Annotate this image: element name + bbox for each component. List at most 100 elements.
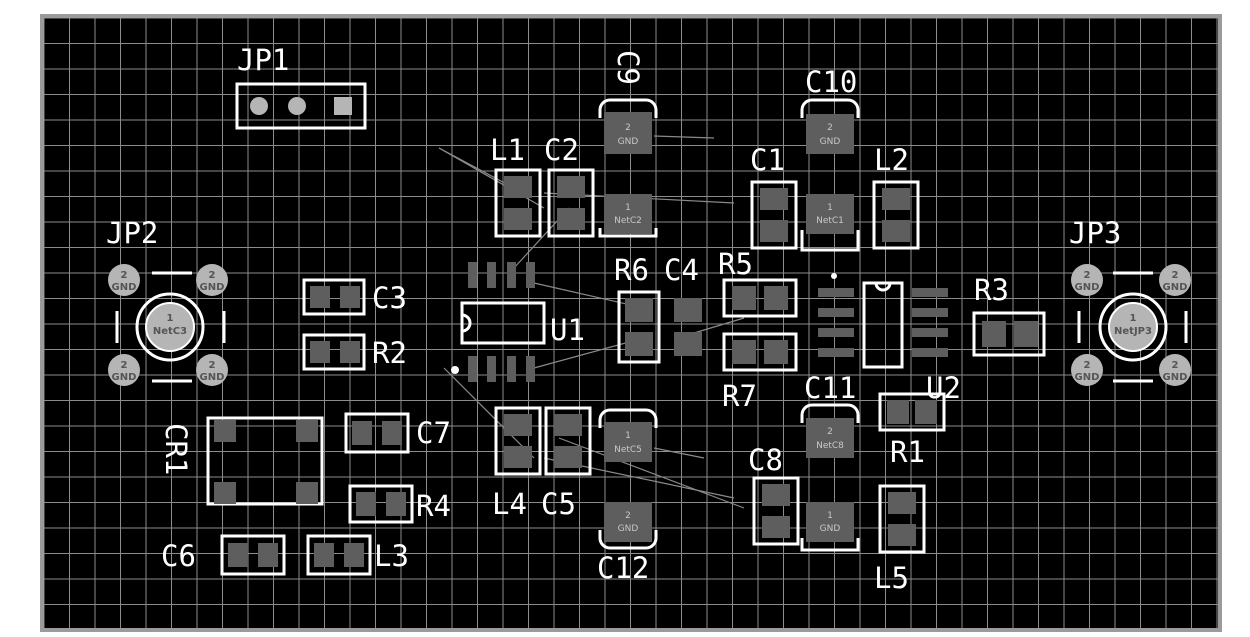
- r1-resistor[interactable]: R1: [878, 392, 946, 469]
- c2-capacitor[interactable]: C2: [544, 133, 595, 238]
- l2-label: L2: [874, 143, 909, 177]
- jp3-gnd-pin-number: 2: [1172, 360, 1179, 371]
- c5-capacitor[interactable]: C5: [541, 406, 592, 521]
- jp3-gnd-pad: [1071, 264, 1103, 296]
- c9-pad-2-net: GND: [618, 137, 639, 147]
- c10-pad-2-number: 2: [827, 123, 833, 133]
- l5-label: L5: [874, 561, 909, 595]
- r5-resistor[interactable]: R5: [718, 247, 798, 318]
- c10-capacitor[interactable]: 2 GND 1 NetC1 C10: [800, 65, 860, 252]
- c5-label: C5: [541, 487, 576, 521]
- l1-label: L1: [490, 133, 525, 167]
- c11-capacitor[interactable]: 2 NetC8 1 GND C11: [800, 371, 860, 552]
- jp3-gnd-net: GND: [1075, 282, 1100, 293]
- c12-label: C12: [597, 551, 649, 585]
- r7-resistor[interactable]: R7: [722, 332, 798, 413]
- jp2-gnd-net: GND: [112, 372, 137, 383]
- jp2-gnd-pin-number: 2: [209, 270, 216, 281]
- c12-pad-1-number: 1: [625, 431, 631, 441]
- c10-label: C10: [805, 65, 857, 99]
- c9-pad-2-number: 2: [625, 123, 631, 133]
- jp3-gnd-pin-number: 2: [1084, 360, 1091, 371]
- r3-resistor[interactable]: R3: [972, 273, 1046, 357]
- jp3-gnd-pad: [1159, 264, 1191, 296]
- jp3-gnd-pad: [1159, 354, 1191, 386]
- c11-pad-2-net: NetC8: [816, 441, 844, 451]
- c2-label: C2: [544, 133, 579, 167]
- c12-capacitor[interactable]: 1 NetC5 2 GND C12: [597, 408, 658, 585]
- c4-label: C4: [664, 253, 699, 287]
- u1-label: U1: [550, 313, 585, 347]
- jp3-gnd-pad: [1071, 354, 1103, 386]
- r6-resistor[interactable]: R6: [614, 253, 661, 364]
- r4-resistor[interactable]: R4: [348, 484, 451, 524]
- l5-inductor[interactable]: L5: [874, 484, 926, 595]
- c8-label: C8: [748, 443, 783, 477]
- c12-pad-2-net: GND: [618, 524, 639, 534]
- c1-capacitor[interactable]: C1: [750, 143, 798, 250]
- jp2-gnd-pin-number: 2: [121, 270, 128, 281]
- jp3-connector[interactable]: 1 NetJP3 2 GND 2 GND 2 GND 2 GND JP3: [1069, 216, 1191, 386]
- jp3-center-net: NetJP3: [1114, 326, 1152, 337]
- jp2-gnd-pad: [108, 354, 140, 386]
- c3-capacitor[interactable]: C3: [302, 278, 407, 316]
- jp3-gnd-net: GND: [1163, 372, 1188, 383]
- c11-label: C11: [804, 371, 856, 405]
- cr1-diode[interactable]: CR1: [159, 416, 324, 506]
- jp2-label: JP2: [106, 216, 158, 250]
- jp2-center-net: NetC3: [153, 326, 187, 337]
- jp2-center-pin-number: 1: [167, 313, 174, 324]
- jp3-center-pad: [1108, 302, 1158, 352]
- c11-pad-1-net: GND: [820, 524, 841, 534]
- jp1-pad-1: [250, 97, 268, 115]
- l1-inductor[interactable]: L1: [490, 133, 542, 238]
- r7-label: R7: [722, 379, 757, 413]
- jp3-gnd-net: GND: [1163, 282, 1188, 293]
- u2-ic[interactable]: U2: [818, 273, 961, 405]
- jp2-ring: [135, 292, 205, 362]
- c7-capacitor[interactable]: C7: [344, 412, 451, 454]
- c9-pad-1-net: NetC2: [614, 216, 642, 226]
- jp2-gnd-pin-number: 2: [209, 360, 216, 371]
- u1-ic[interactable]: U1: [451, 262, 585, 382]
- c11-pad-1-number: 1: [827, 511, 833, 521]
- jp3-gnd-net: GND: [1075, 372, 1100, 383]
- jp3-gnd-pin-number: 2: [1084, 270, 1091, 281]
- jp1-pad-2: [288, 97, 306, 115]
- r6-label: R6: [614, 253, 649, 287]
- jp2-connector[interactable]: 1 NetC3 2 GND 2 GND 2 GND 2 GND JP2: [106, 216, 228, 386]
- c9-label: C9: [611, 50, 645, 85]
- c8-capacitor[interactable]: C8: [748, 443, 800, 546]
- c9-pad-1-number: 1: [625, 203, 631, 213]
- c12-pad-1-net: NetC5: [614, 445, 642, 455]
- jp2-gnd-pin-number: 2: [121, 360, 128, 371]
- jp2-gnd-net: GND: [200, 282, 225, 293]
- c6-label: C6: [161, 539, 196, 573]
- c4-capacitor[interactable]: C4: [664, 253, 702, 356]
- c10-pad-2-net: GND: [820, 137, 841, 147]
- jp3-gnd-pin-number: 2: [1172, 270, 1179, 281]
- l3-inductor[interactable]: L3: [306, 534, 409, 576]
- c3-label: C3: [372, 281, 407, 315]
- c10-pad-1-number: 1: [827, 203, 833, 213]
- c1-label: C1: [750, 143, 785, 177]
- jp2-gnd-pad: [196, 264, 228, 296]
- r5-label: R5: [718, 247, 753, 281]
- c12-pad-2-number: 2: [625, 511, 631, 521]
- r2-resistor[interactable]: R2: [302, 333, 407, 371]
- jp2-gnd-pad: [196, 354, 228, 386]
- jp1-header[interactable]: JP1: [235, 43, 367, 130]
- r4-label: R4: [416, 489, 451, 523]
- jp2-gnd-pad: [108, 264, 140, 296]
- l4-label: L4: [492, 487, 527, 521]
- r3-label: R3: [974, 273, 1009, 307]
- l4-inductor[interactable]: L4: [492, 406, 542, 521]
- jp1-pad-3: [334, 97, 352, 115]
- jp3-ring: [1098, 292, 1168, 362]
- c6-capacitor[interactable]: C6: [161, 534, 286, 576]
- cr1-label: CR1: [159, 423, 193, 475]
- c7-label: C7: [416, 416, 451, 450]
- l2-inductor[interactable]: L2: [872, 143, 920, 250]
- jp3-center-pin-number: 1: [1130, 313, 1137, 324]
- c9-capacitor[interactable]: 2 GND 1 NetC2 C9: [598, 50, 658, 238]
